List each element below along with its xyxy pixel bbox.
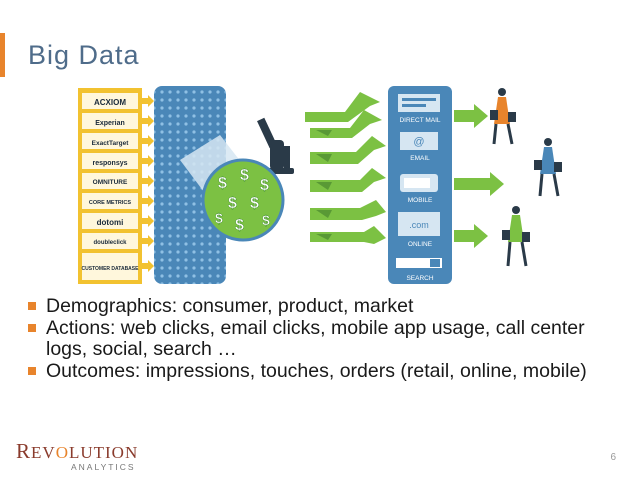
svg-text:$: $ — [228, 195, 237, 212]
bullet-text: Actions: web clicks, email clicks, mobil… — [46, 317, 585, 360]
email-symbol: @ — [413, 136, 424, 148]
source-arrows — [142, 95, 154, 272]
channel-search: SEARCH — [406, 275, 433, 282]
source-omniture: OMNITURE — [93, 179, 128, 186]
slide-title: Big Data — [28, 40, 140, 70]
shopper-icon — [490, 88, 516, 145]
channel-email: EMAIL — [410, 155, 430, 162]
revolution-analytics-logo: REVOLUTION ANALYTICS — [16, 437, 156, 472]
shopper-icon — [534, 138, 562, 197]
source-acxiom: ACXIOM — [94, 98, 126, 107]
svg-text:$: $ — [215, 210, 223, 226]
source-core-metrics: CORE METRICS — [89, 200, 132, 206]
online-icon: .com — [398, 212, 440, 236]
channel-arrows — [454, 104, 504, 248]
bullet-list: Demographics: consumer, product, market … — [28, 296, 628, 383]
bullet-marker — [28, 324, 36, 332]
svg-text:$: $ — [262, 212, 270, 228]
channel-mobile: MOBILE — [408, 197, 433, 204]
svg-text:$: $ — [235, 217, 244, 234]
source-doubleclick: doubleclick — [93, 240, 127, 246]
page-number: 6 — [610, 452, 616, 463]
bullet-item: Demographics: consumer, product, market — [28, 296, 628, 317]
svg-text:$: $ — [250, 195, 259, 212]
source-dotomi: dotomi — [97, 218, 124, 227]
svg-text:$: $ — [218, 175, 227, 192]
direct-mail-icon — [398, 94, 440, 112]
dollar-icons: $ $ $ $ $ $ $ $ — [215, 167, 270, 234]
title-accent-bar — [0, 33, 5, 77]
channel-online: ONLINE — [408, 241, 433, 248]
data-source-logos: ACXIOM Experian ExactTarget responsys OM… — [82, 93, 140, 280]
source-experian: Experian — [95, 120, 125, 127]
output-arrows — [305, 92, 386, 244]
bullet-marker — [28, 302, 36, 310]
bullet-marker — [28, 367, 36, 375]
svg-text:$: $ — [260, 177, 269, 194]
money-circle — [201, 158, 285, 242]
channel-direct-mail: DIRECT MAIL — [399, 117, 440, 124]
source-responsys: responsys — [92, 160, 127, 167]
logo-wordmark: REVOLUTION — [16, 439, 139, 463]
bullet-text: Demographics: consumer, product, market — [46, 295, 414, 317]
big-data-diagram: ACXIOM Experian ExactTarget responsys OM… — [78, 86, 562, 284]
source-customer-database: CUSTOMER DATABASE — [82, 266, 140, 272]
bullet-item: Outcomes: impressions, touches, orders (… — [28, 361, 628, 382]
shopper-icon — [502, 206, 530, 267]
bullet-text: Outcomes: impressions, touches, orders (… — [46, 360, 587, 382]
mobile-icon — [400, 174, 438, 192]
search-box-icon — [396, 258, 442, 268]
source-exacttarget: ExactTarget — [92, 140, 130, 147]
bullet-item: Actions: web clicks, email clicks, mobil… — [28, 318, 628, 360]
logo-subtitle: ANALYTICS — [71, 462, 136, 472]
online-text: .com — [409, 220, 429, 230]
email-icon: @ — [400, 132, 438, 150]
svg-text:$: $ — [240, 167, 249, 184]
